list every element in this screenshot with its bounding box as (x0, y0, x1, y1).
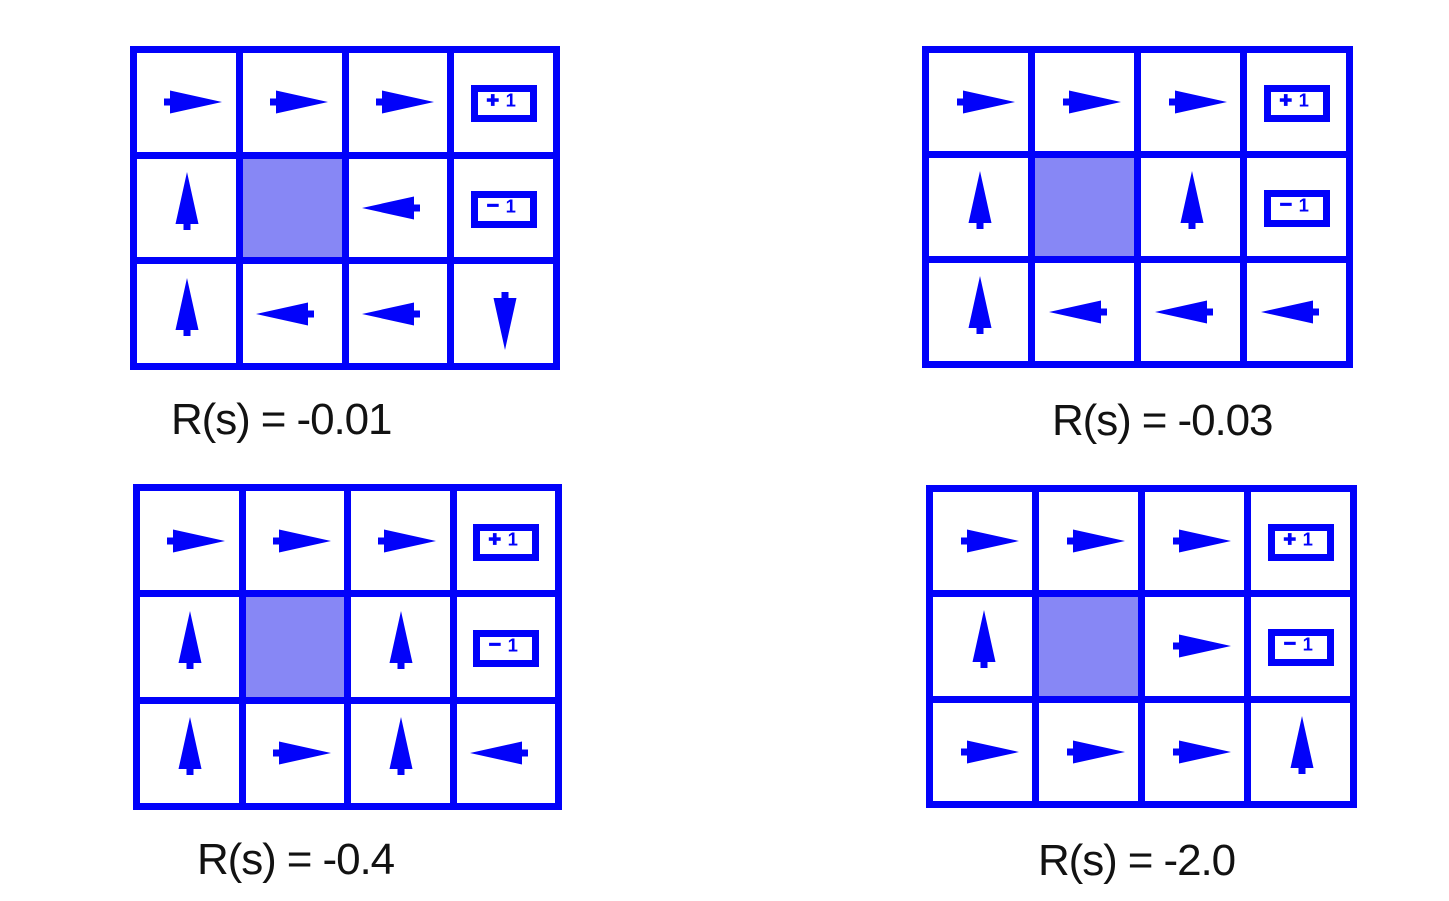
svg-text:1: 1 (508, 528, 518, 549)
svg-text:1: 1 (508, 634, 518, 655)
svg-text:1: 1 (1299, 89, 1309, 110)
svg-text:1: 1 (1303, 634, 1313, 655)
svg-text:1: 1 (506, 90, 516, 111)
svg-text:1: 1 (1303, 529, 1313, 550)
svg-text:1: 1 (506, 195, 516, 216)
svg-text:1: 1 (1299, 194, 1309, 215)
